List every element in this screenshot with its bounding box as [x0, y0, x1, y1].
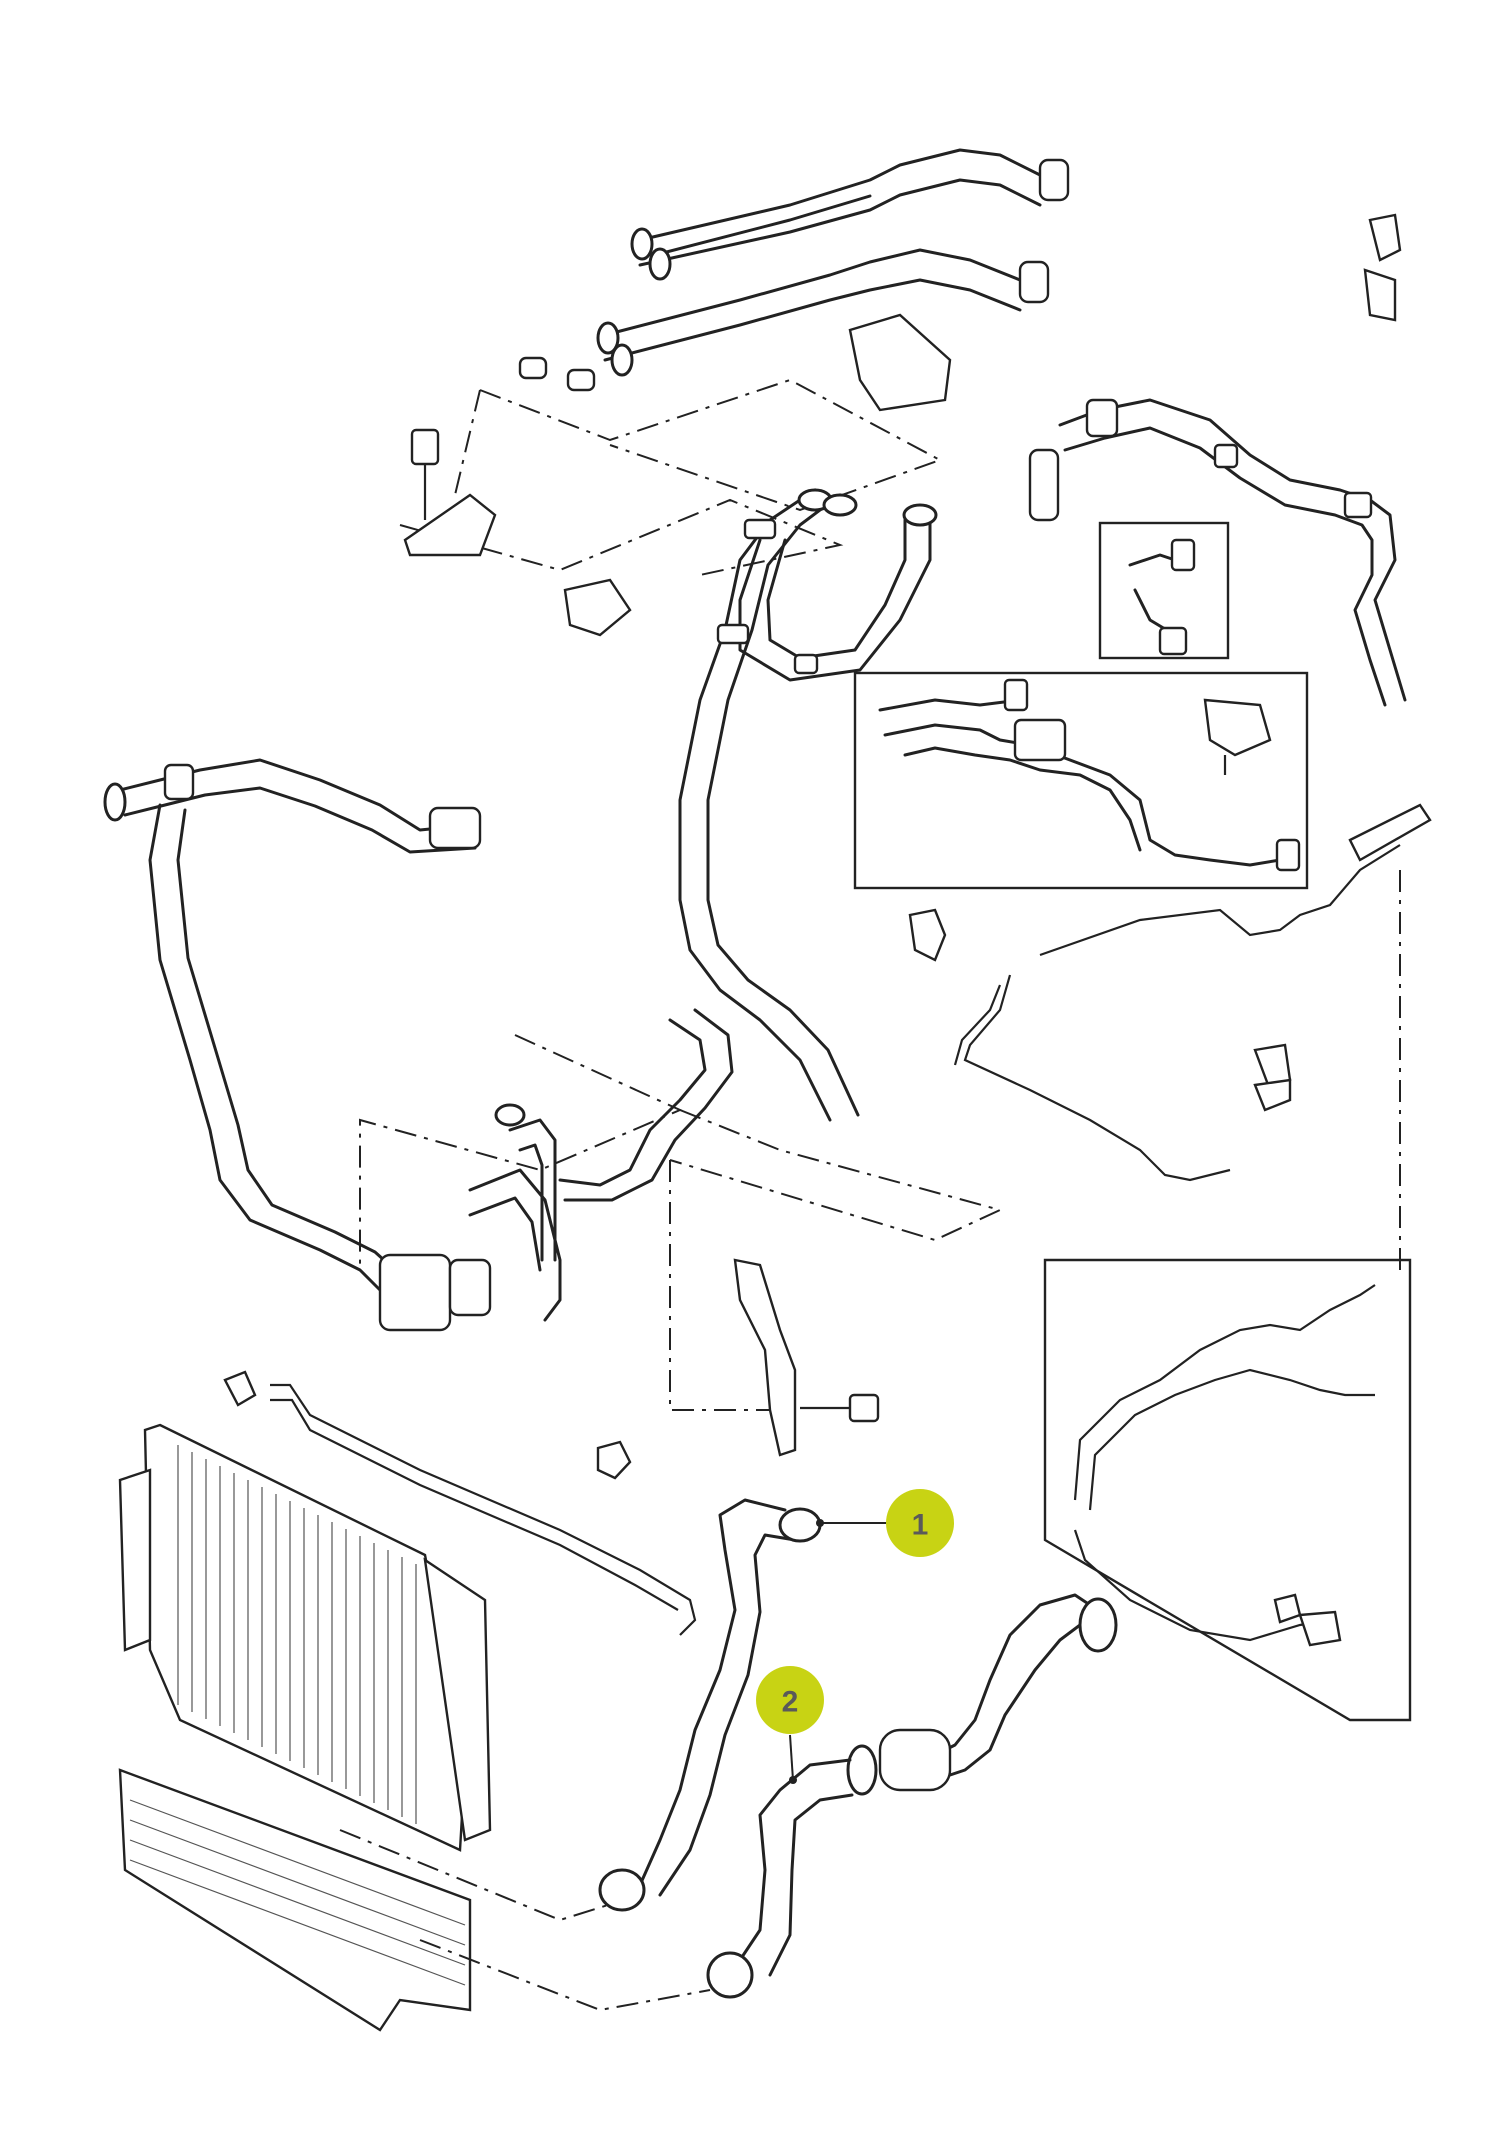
thermostat-housing-assembly	[359, 1008, 1003, 1332]
callout-1-badge	[886, 1489, 954, 1557]
detail-box-large	[853, 671, 1309, 890]
detail-box-bottom-right	[1043, 1258, 1412, 1722]
callout-2-leader	[789, 1734, 794, 1781]
intercooler	[118, 1768, 711, 2032]
bolt-and-bracket-left	[403, 428, 632, 637]
radiator	[118, 1370, 697, 1852]
callout-1-label: 1	[912, 1509, 929, 1542]
right-pipe-assembly	[908, 803, 1432, 1270]
callout-1: 1	[816, 1489, 954, 1557]
callout-2-dot	[789, 1776, 797, 1784]
left-upper-coolant-hose	[103, 758, 482, 1292]
right-heater-hose	[1028, 213, 1407, 707]
callout-2-label: 2	[782, 1686, 799, 1719]
mounting-bracket-lower	[596, 1160, 880, 1480]
assembly-guide-lines-upper	[399, 378, 943, 576]
callout-2-badge	[756, 1666, 824, 1734]
coolant-hose-part-2	[706, 1593, 1118, 1999]
radiator-core-fins	[177, 1445, 417, 1824]
coolant-hose-part-1	[598, 1498, 822, 1912]
heater-pipe-assembly-upper	[518, 148, 1070, 412]
callout-2: 2	[756, 1666, 824, 1784]
central-coolant-hoses	[678, 488, 938, 1122]
detail-box-small	[1098, 521, 1230, 660]
callout-1-dot	[816, 1519, 824, 1527]
